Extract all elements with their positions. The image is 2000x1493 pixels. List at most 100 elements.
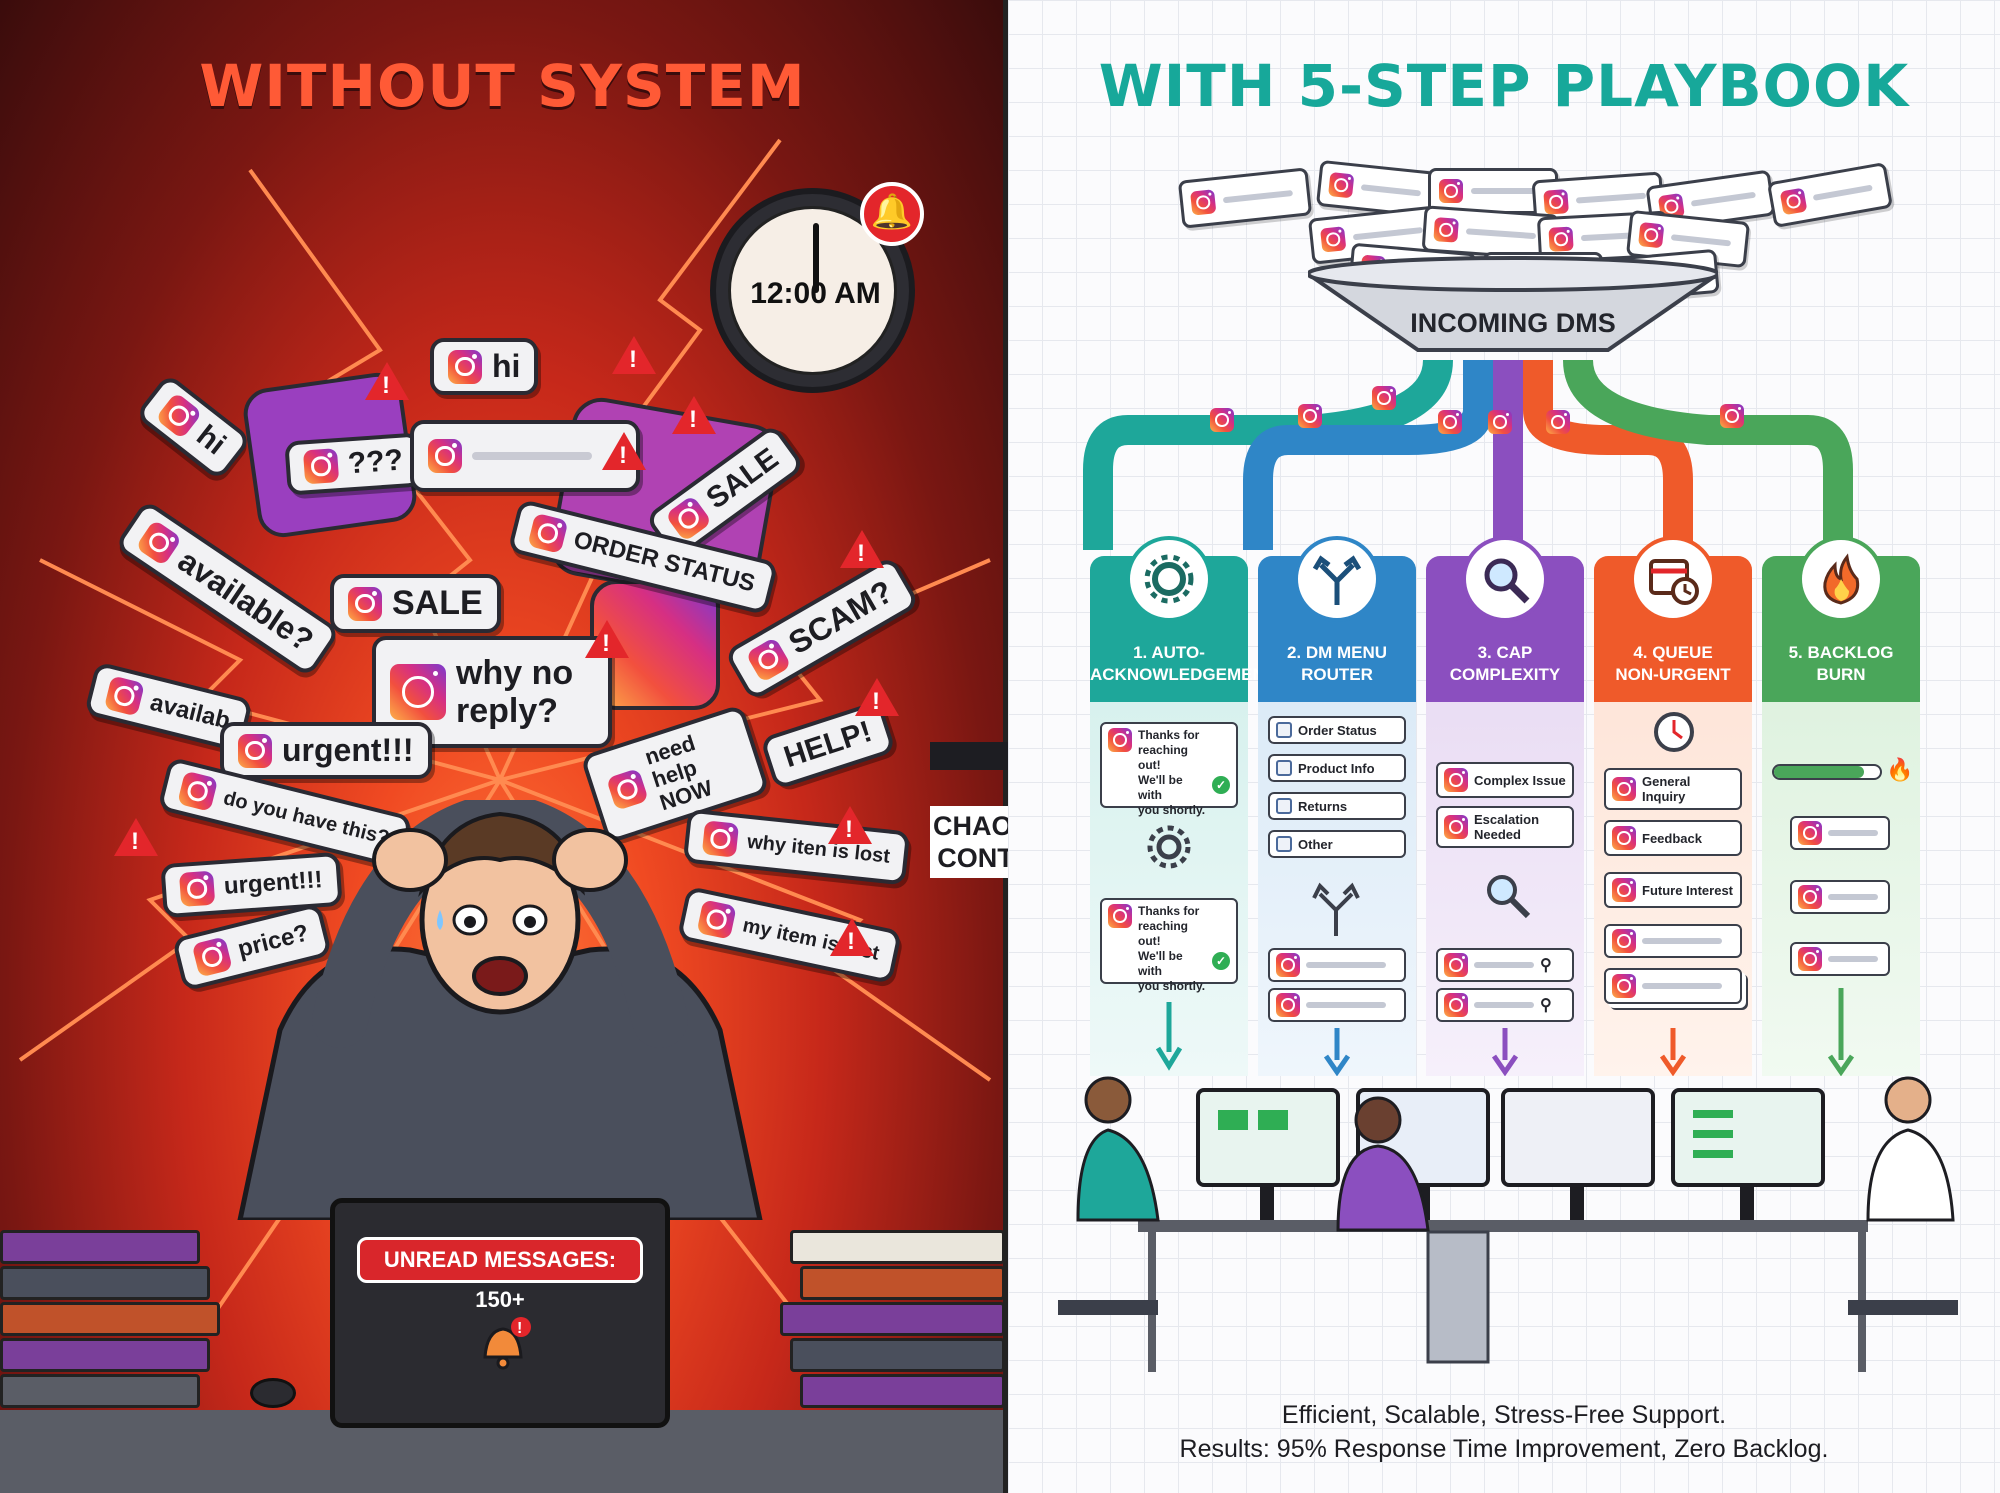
- support-team-office-illustration: [1058, 1076, 1958, 1372]
- instagram-icon: [428, 439, 462, 473]
- left-panel-chaos: WITHOUT SYSTEM 12:00 AM 🔔 hi hi ??? SALE…: [0, 0, 1005, 1493]
- instagram-icon: [1190, 189, 1217, 216]
- mouse-icon: [250, 1378, 296, 1408]
- instagram-icon: [1546, 410, 1570, 434]
- warning-icon: !: [612, 336, 656, 374]
- auto-reply-card: Thanks for reaching out! We'll be with y…: [1100, 722, 1238, 817]
- menu-option[interactable]: Order Status: [1268, 716, 1406, 744]
- instagram-icon: [1488, 410, 1512, 434]
- binder-stack: [0, 1230, 200, 1264]
- calendar-clock-icon: [1630, 536, 1716, 622]
- dm-card: [1604, 924, 1742, 958]
- instagram-icon: [1298, 404, 1322, 428]
- dm-bubble: SALE: [330, 574, 501, 633]
- warning-icon: !: [840, 530, 884, 568]
- complexity-item: Complex Issue: [1436, 762, 1574, 798]
- step-title: 1. AUTO-ACKNOWLEDGEMENT: [1090, 643, 1276, 684]
- svg-text:!: !: [517, 1320, 522, 1337]
- split-arrows-icon: [1294, 536, 1380, 622]
- down-arrow-icon: [1660, 1028, 1686, 1076]
- instagram-icon: [664, 494, 713, 543]
- instagram-icon: [1612, 974, 1636, 998]
- down-arrow-icon: [1492, 1028, 1518, 1076]
- down-arrow-icon: [1324, 1028, 1350, 1076]
- warning-icon: !: [365, 362, 409, 400]
- queue-item: General Inquiry: [1604, 768, 1742, 810]
- instagram-icon: [155, 391, 203, 440]
- flow-pipes: [1083, 360, 1853, 550]
- paper-stack: [790, 1230, 1005, 1264]
- instagram-icon: [1543, 189, 1569, 215]
- instagram-icon: [1798, 821, 1822, 845]
- dm-card-stack: [1604, 968, 1742, 1004]
- bell-icon: !: [483, 1317, 531, 1370]
- stressed-person-illustration: [237, 800, 763, 1220]
- warning-icon: !: [672, 396, 716, 434]
- instagram-icon: [1372, 386, 1396, 410]
- warning-icon: !: [114, 818, 158, 856]
- clock-icon: [1654, 712, 1694, 752]
- alarm-bell-icon: 🔔: [860, 182, 924, 246]
- menu-option-icon: [1276, 722, 1292, 738]
- menu-option[interactable]: Returns: [1268, 792, 1406, 820]
- routed-dm-card: [1268, 988, 1406, 1022]
- footer-results: Results: 95% Response Time Improvement, …: [1179, 1435, 1829, 1463]
- instagram-icon: [1439, 179, 1463, 203]
- instagram-icon: [302, 448, 340, 485]
- instagram-icon: [1328, 171, 1355, 199]
- warning-icon: !: [602, 432, 646, 470]
- binder-stack: [800, 1374, 1005, 1408]
- dm-card: [1790, 816, 1890, 850]
- routed-dm-card: [1268, 948, 1406, 982]
- menu-option[interactable]: Product Info: [1268, 754, 1406, 782]
- binder-stack: [0, 1266, 210, 1300]
- step-column-auto-acknowledgement: 1. AUTO-ACKNOWLEDGEMENT Thanks for reach…: [1090, 536, 1276, 1076]
- queue-item: Feedback: [1604, 820, 1742, 856]
- down-arrow-icon: [1828, 988, 1854, 1076]
- menu-option-icon: [1276, 760, 1292, 776]
- instagram-icon: [238, 733, 272, 768]
- dm-bubble: urgent!!!: [220, 722, 432, 779]
- instagram-icon: [1612, 826, 1636, 850]
- auto-reply-card: Thanks for reaching out! We'll be with y…: [1100, 898, 1238, 993]
- incoming-dm-card: [1177, 167, 1313, 229]
- magnifier-icon: [1462, 536, 1548, 622]
- right-title: WITH 5-STEP PLAYBOOK: [1098, 52, 1910, 120]
- incoming-dm-card: [1766, 161, 1894, 229]
- instagram-icon: [1798, 885, 1822, 909]
- instagram-icon: [1779, 187, 1808, 216]
- instagram-icon: [1320, 226, 1347, 253]
- instagram-icon: [527, 512, 569, 554]
- instagram-icon: [103, 675, 145, 717]
- menu-option[interactable]: Other: [1268, 830, 1406, 858]
- instagram-icon: [1108, 904, 1132, 928]
- check-icon: ✓: [1212, 776, 1230, 794]
- split-arrow-icon: [1312, 882, 1360, 936]
- instagram-icon: [1798, 947, 1822, 971]
- gear-icon: [1147, 825, 1191, 869]
- gear-wrench-icon: [1126, 536, 1212, 622]
- unread-messages-badge: UNREAD MESSAGES: 150+: [357, 1237, 643, 1312]
- binder-stack: [0, 1338, 210, 1372]
- complexity-item: Escalation Needed: [1436, 806, 1574, 848]
- instagram-icon: [390, 664, 446, 720]
- check-icon: ✓: [1212, 952, 1230, 970]
- menu-option-icon: [1276, 836, 1292, 852]
- dm-bubble: hi: [430, 338, 539, 395]
- magnifier-icon: [1487, 875, 1531, 919]
- instagram-icon: [1548, 226, 1574, 252]
- instagram-icon: [1276, 953, 1300, 977]
- dm-card: [1790, 942, 1890, 976]
- footer-summary: Efficient, Scalable, Stress-Free Support…: [1008, 1398, 2000, 1466]
- binder-stack: [800, 1266, 1005, 1300]
- instagram-icon: [1612, 878, 1636, 902]
- instagram-icon: [1433, 217, 1459, 243]
- instagram-icon: [1720, 404, 1744, 428]
- down-arrow-icon: [1156, 1002, 1182, 1071]
